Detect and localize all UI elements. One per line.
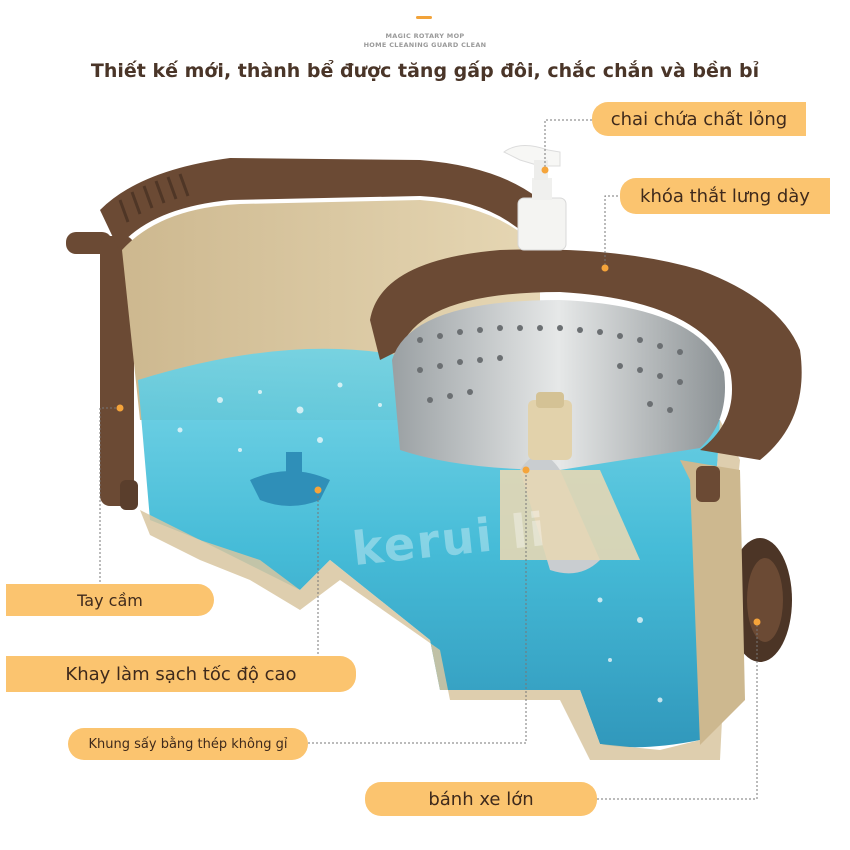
headline: Thiết kế mới, thành bể được tăng gấp đôi… <box>90 60 760 82</box>
accent-dots <box>116 166 761 626</box>
rim-grip <box>118 173 190 223</box>
leader-lines <box>99 119 758 800</box>
callout-steel-dryer: Khung sấy bằng thép không gỉ <box>68 728 308 760</box>
side-hook <box>696 466 720 502</box>
callout-thick-lock: khóa thắt lưng dày <box>620 178 830 214</box>
top-accent-dash <box>416 16 432 19</box>
brand-line-2: HOME CLEANING GUARD CLEAN <box>363 41 487 49</box>
callout-cleaning-tray: Khay làm sạch tốc độ cao <box>6 656 356 692</box>
bucket-front-wall <box>680 460 745 745</box>
callout-handle: Tay cầm <box>6 584 214 616</box>
brand-line-1: MAGIC ROTARY MOP <box>385 32 465 40</box>
cleaning-tray <box>250 452 330 506</box>
spinner-hub <box>500 392 640 560</box>
callout-liquid-bottle: chai chứa chất lỏng <box>592 102 806 136</box>
callout-big-wheel: bánh xe lớn <box>365 782 597 816</box>
water-bubbles <box>177 382 663 703</box>
bucket-handle <box>66 232 138 510</box>
back-rim <box>100 158 560 250</box>
